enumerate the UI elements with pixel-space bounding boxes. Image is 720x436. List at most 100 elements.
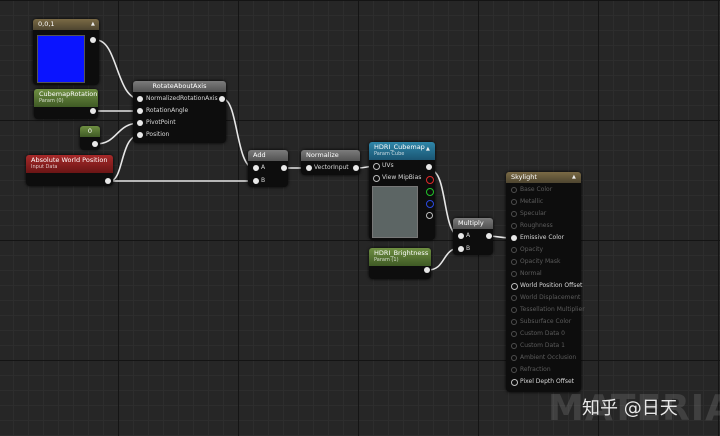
pin-label: VectorInput <box>314 164 349 171</box>
input-pin-normal[interactable] <box>511 271 517 277</box>
pin-label: Custom Data 1 <box>520 342 565 349</box>
input-pin-pixel-depth-offset[interactable] <box>511 379 518 386</box>
output-pin[interactable] <box>486 233 492 239</box>
output-pin-r[interactable] <box>426 176 434 184</box>
author-credit: 知乎 @日天 <box>582 398 678 419</box>
input-pin-custom-data-1[interactable] <box>511 343 517 349</box>
output-pin[interactable] <box>92 141 98 147</box>
output-pin[interactable] <box>90 37 96 43</box>
input-pin-b[interactable] <box>253 178 259 184</box>
input-pin-refraction[interactable] <box>511 367 517 373</box>
node-subtitle: Param Cube <box>374 151 405 157</box>
output-pin-alpha[interactable] <box>426 212 433 219</box>
output-pin-g[interactable] <box>426 188 434 196</box>
output-pin[interactable] <box>219 96 225 102</box>
input-pin-ambient-occlusion[interactable] <box>511 355 517 361</box>
pin-label: View MipBias <box>382 174 422 181</box>
node-title-text: HDRI_Cubemap <box>374 143 425 151</box>
node-title: CubemapRotation Param (0) <box>34 89 98 107</box>
constant-vector-node[interactable]: 0,0,1 ▲ <box>33 19 99 85</box>
node-title-text: CubemapRotation <box>39 90 98 98</box>
input-pin-opacity-mask[interactable] <box>511 259 517 265</box>
output-pin[interactable] <box>281 165 287 171</box>
input-pin-a[interactable] <box>458 233 464 239</box>
input-pin-uvs[interactable] <box>373 163 380 170</box>
node-title: Add <box>248 150 288 161</box>
input-pin-view-mip-bias[interactable] <box>373 175 380 182</box>
output-pin[interactable] <box>353 165 359 171</box>
input-pin-emissive-color[interactable] <box>511 235 517 241</box>
output-pin[interactable] <box>424 267 430 273</box>
pin-label: Ambient Occlusion <box>520 354 577 361</box>
pin-label: World Position Offset <box>520 282 583 289</box>
add-node[interactable]: Add A B <box>248 150 288 187</box>
material-watermark: MATERIAL <box>548 388 720 429</box>
input-pin-base-color[interactable] <box>511 187 517 193</box>
node-title: 0 <box>80 126 100 137</box>
pin-label: NormalizedRotationAxis <box>146 95 218 102</box>
hdri-brightness-param-node[interactable]: HDRI_Brightness Param (1) <box>369 248 431 279</box>
input-pin-tessellation-multiplier[interactable] <box>511 307 517 313</box>
pin-label: Custom Data 0 <box>520 330 565 337</box>
node-title: RotateAboutAxis <box>133 81 226 92</box>
input-pin-rotation-angle[interactable] <box>137 108 143 114</box>
pin-label: A <box>261 164 266 171</box>
collapse-arrow-icon[interactable]: ▲ <box>91 21 95 27</box>
pin-label: Opacity Mask <box>520 258 561 265</box>
node-title: HDRI_Cubemap Param Cube <box>369 142 435 160</box>
node-title-text: Absolute World Position <box>31 156 108 164</box>
pin-label: RotationAngle <box>146 107 189 114</box>
pin-label: Position <box>146 131 170 138</box>
input-pin-position[interactable] <box>137 132 143 138</box>
rotate-about-axis-node[interactable]: RotateAboutAxis NormalizedRotationAxis R… <box>133 81 226 143</box>
pin-label: Normal <box>520 270 542 277</box>
input-pin-world-displacement[interactable] <box>511 295 517 301</box>
multiply-node[interactable]: Multiply A B <box>453 218 493 255</box>
input-pin-specular[interactable] <box>511 211 517 217</box>
pin-label: Metallic <box>520 198 544 205</box>
input-pin-world-position-offset[interactable] <box>511 283 518 290</box>
pin-label: Refraction <box>520 366 551 373</box>
absolute-world-position-node[interactable]: Absolute World Position Input Data <box>26 155 113 186</box>
cubemap-rotation-param-node[interactable]: CubemapRotation Param (0) <box>34 89 98 119</box>
normalize-node[interactable]: Normalize VectorInput <box>301 150 360 175</box>
pin-label: A <box>466 232 471 239</box>
output-pin[interactable] <box>90 108 96 114</box>
pin-label: Pixel Depth Offset <box>520 378 574 385</box>
pin-label: PivotPoint <box>146 119 176 126</box>
node-title: Normalize <box>301 150 360 161</box>
pin-label: B <box>261 177 266 184</box>
output-pin-b[interactable] <box>426 200 434 208</box>
node-title: Absolute World Position Input Data <box>26 155 113 173</box>
input-pin-subsurface-color[interactable] <box>511 319 517 325</box>
collapse-arrow-icon[interactable]: ▲ <box>572 174 576 180</box>
pin-label: Opacity <box>520 246 544 253</box>
input-pin-vector[interactable] <box>306 165 312 171</box>
input-pin-custom-data-0[interactable] <box>511 331 517 337</box>
collapse-arrow-icon[interactable]: ▲ <box>426 146 430 152</box>
output-pin-rgb[interactable] <box>426 164 432 170</box>
input-pin-metallic[interactable] <box>511 199 517 205</box>
pin-label: Base Color <box>520 186 553 193</box>
input-pin-a[interactable] <box>253 165 259 171</box>
node-title: Multiply <box>453 218 493 229</box>
texture-preview <box>372 186 418 238</box>
output-pin[interactable] <box>105 178 111 184</box>
color-preview-swatch <box>37 35 85 83</box>
input-pin-opacity[interactable] <box>511 247 517 253</box>
input-pin-b[interactable] <box>458 246 464 252</box>
pin-label: World Displacement <box>520 294 581 301</box>
pin-label: Subsurface Color <box>520 318 572 325</box>
input-pin-normalized-rotation-axis[interactable] <box>137 96 143 102</box>
input-pin-pivot-point[interactable] <box>137 120 143 126</box>
pin-label: Roughness <box>520 222 553 229</box>
hdri-cubemap-node[interactable]: HDRI_Cubemap Param Cube ▲ UVs View MipBi… <box>369 142 435 240</box>
scalar-constant-node[interactable]: 0 <box>80 126 100 150</box>
node-title: HDRI_Brightness Param (1) <box>369 248 431 266</box>
node-title-text: HDRI_Brightness <box>374 249 429 257</box>
input-pin-roughness[interactable] <box>511 223 517 229</box>
pin-label: Tessellation Multiplier <box>520 306 585 313</box>
